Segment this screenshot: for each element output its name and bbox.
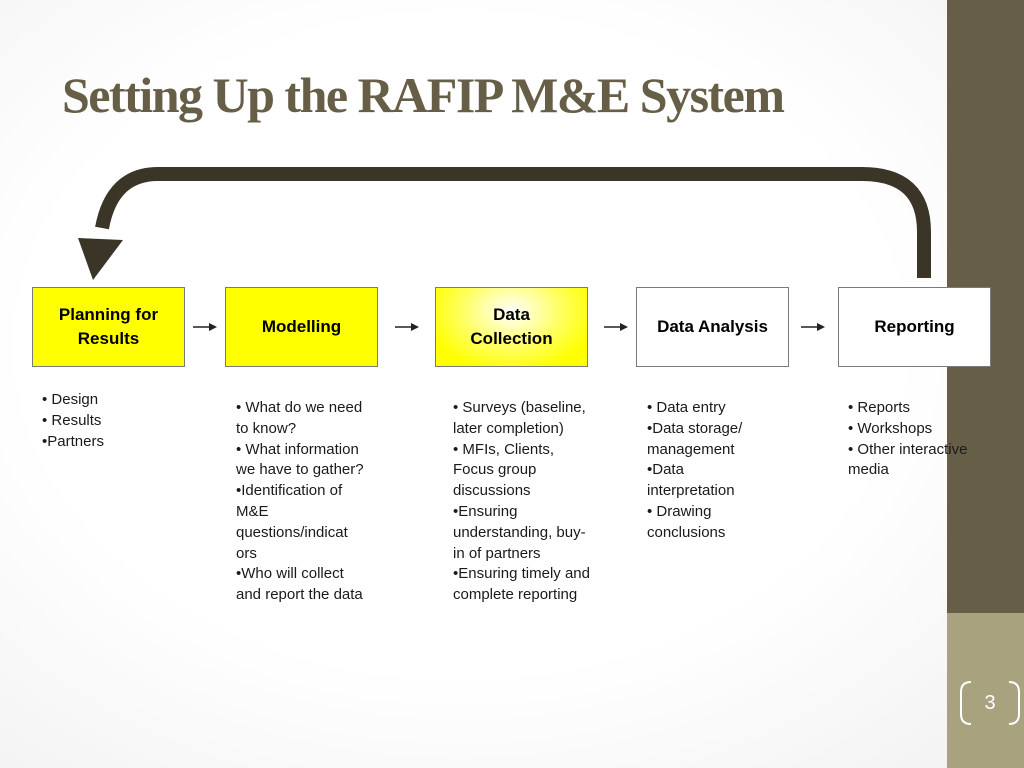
step-label: Modelling [261,317,342,336]
page-number-text: 3 [984,691,996,714]
sidebar-band [947,613,1024,768]
list-item: • What do we need to know? [236,399,363,437]
list-item: • Design [42,391,99,408]
list-item: • Data entry [647,399,726,416]
list-item: • MFIs, Clients, Focus group discussions [453,440,555,500]
list-item: •Ensuring timely and complete reporting [453,565,590,604]
list-item: • Drawing conclusions [647,502,726,541]
page-title: Setting Up the RAFIP M&E System [62,67,785,123]
reporting-bullet-list: • Reports • Workshops • Other interactiv… [848,398,978,481]
step-modelling: Modelling [225,287,378,367]
page-number: 3 [959,680,1021,726]
list-item: • Surveys (baseline, later completion) [453,399,586,437]
list-item: •Ensuring understanding, buy-in of partn… [453,502,586,562]
list-item: • Reports [848,399,910,416]
step-label: Data Analysis [657,317,768,336]
list-item: • Workshops [848,419,933,437]
data-analysis-bullet-list: • Data entry •Data storage/ management •… [647,398,767,544]
list-item: • Results [42,411,102,429]
page-number-bracket-icon [960,681,1020,725]
list-item: •Data storage/ management [647,419,743,458]
step-planning-for-results: Planning for Results [32,287,185,367]
step-label: Reporting [874,317,955,336]
list-item: •Partners [42,432,104,450]
list-item: • What information we have to gather? [236,440,364,479]
step-data-analysis: Data Analysis [636,287,789,367]
list-item: • Other interactive media [848,440,968,479]
right-arrow-icon [395,323,419,331]
data-collection-bullet-list: • Surveys (baseline, later completion) •… [453,398,593,606]
list-item: •Who will collect and report the data [236,565,363,604]
curved-feedback-arrow-icon [78,167,931,280]
modelling-bullet-list: • What do we need to know? • What inform… [236,398,368,606]
planning-bullet-list: • Design • Results •Partners [42,390,182,452]
list-item: •Identification of M&E questions/indicat… [236,482,348,562]
step-data-collection: Data Collection [435,287,588,367]
right-arrow-icon [193,323,217,331]
step-label: Planning for Results [58,305,159,348]
right-arrow-icon [801,323,825,331]
list-item: •Data interpretation [647,461,735,500]
step-reporting: Reporting [838,287,991,367]
right-arrow-icon [604,323,628,331]
step-label: Data Collection [470,305,553,348]
